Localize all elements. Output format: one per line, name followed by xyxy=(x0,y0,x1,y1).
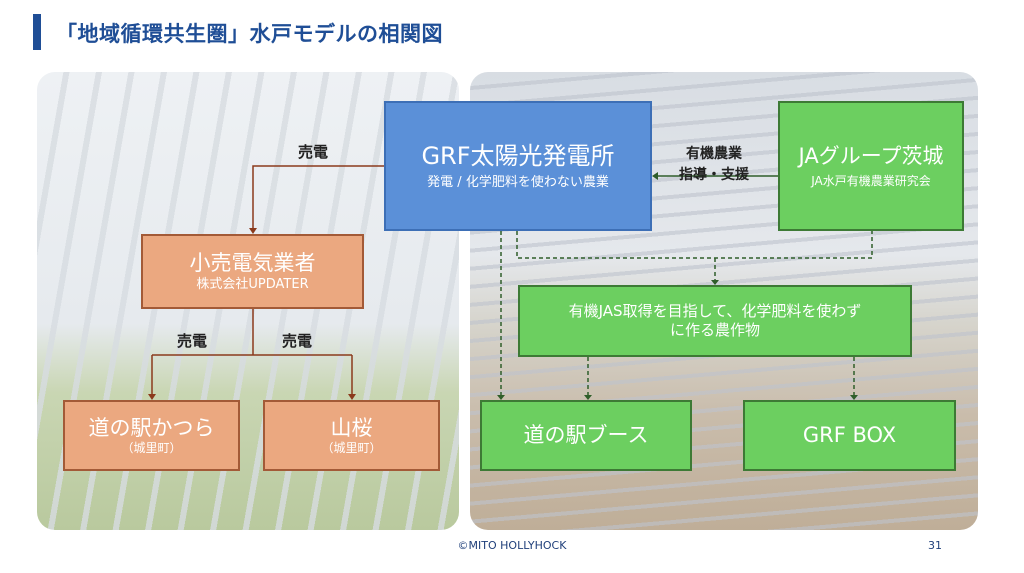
copyright-footer: ©MITO HOLLYHOCK xyxy=(457,539,567,552)
dashed-join xyxy=(516,231,873,259)
katsura-subtitle: （城里町） xyxy=(121,441,182,456)
yamazakura-box: 山桜 （城里町） xyxy=(263,400,440,471)
katsura-station-box: 道の駅かつら （城里町） xyxy=(63,400,240,471)
crops-line2: に作る農作物 xyxy=(669,321,760,339)
grf-box: GRF BOX xyxy=(743,400,956,471)
retailer-box: 小売電気業者 株式会社UPDATER xyxy=(141,234,364,309)
katsura-title: 道の駅かつら xyxy=(88,415,215,440)
retailer-title: 小売電気業者 xyxy=(189,251,316,276)
yamazakura-title: 山桜 xyxy=(330,415,373,440)
crops-line1: 有機JAS取得を目指して、化学肥料を使わず xyxy=(568,302,862,321)
booth-title: 道の駅ブース xyxy=(523,423,649,448)
title-accent-bar xyxy=(33,14,41,50)
page-number: 31 xyxy=(928,539,942,552)
slide-title: 「地域循環共生圏」水戸モデルの相関図 xyxy=(56,22,443,46)
support-label: 有機農業 指導・支援 xyxy=(664,144,764,186)
sell-label-left: 売電 xyxy=(177,332,208,350)
grf-solar-plant-box: GRF太陽光発電所 発電 / 化学肥料を使わない農業 xyxy=(384,101,652,231)
ja-title: JAグループ茨城 xyxy=(798,144,944,169)
grf-title: GRF太陽光発電所 xyxy=(421,141,615,170)
support-label-line2: 指導・支援 xyxy=(679,167,749,183)
support-label-line1: 有機農業 xyxy=(686,146,742,162)
sell-label-top: 売電 xyxy=(298,143,329,161)
sell-label-right: 売電 xyxy=(282,332,313,350)
grf-subtitle: 発電 / 化学肥料を使わない農業 xyxy=(427,174,609,190)
ja-subtitle: JA水戸有機農業研究会 xyxy=(811,173,931,188)
sell-lines-retailer-to-shops xyxy=(151,309,353,394)
retailer-subtitle: 株式会社UPDATER xyxy=(196,276,309,292)
sell-line-grf-to-retailer xyxy=(252,165,384,228)
yamazakura-subtitle: （城里町） xyxy=(321,441,382,456)
station-booth-box: 道の駅ブース xyxy=(480,400,692,471)
grfbox-title: GRF BOX xyxy=(802,423,897,448)
ja-group-box: JAグループ茨城 JA水戸有機農業研究会 xyxy=(778,101,964,231)
organic-crops-box: 有機JAS取得を目指して、化学肥料を使わず に作る農作物 xyxy=(518,285,912,357)
